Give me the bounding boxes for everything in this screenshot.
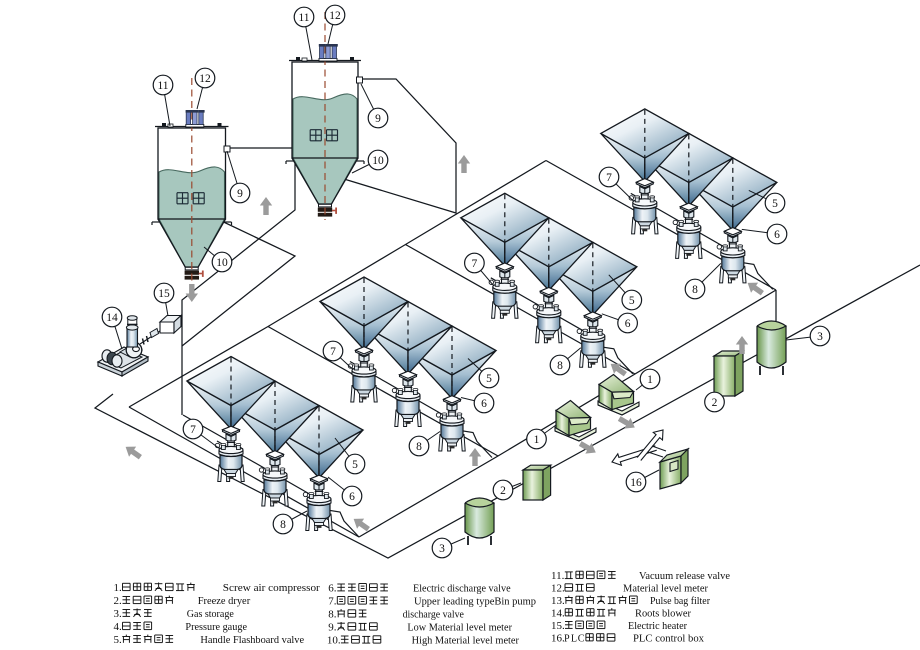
svg-text:Freeze dryer: Freeze dryer <box>198 595 251 607</box>
svg-text:11.: 11. <box>551 570 565 582</box>
svg-text:9: 9 <box>375 113 381 125</box>
svg-text:C: C <box>578 633 585 644</box>
svg-text:Handle Flashboard valve: Handle Flashboard valve <box>200 634 304 646</box>
svg-text:Pulse bag filter: Pulse bag filter <box>650 595 710 607</box>
svg-text:2.: 2. <box>114 595 123 607</box>
svg-text:Material level meter: Material level meter <box>623 583 708 595</box>
svg-text:8: 8 <box>692 284 698 296</box>
svg-text:5: 5 <box>772 198 778 210</box>
svg-text:2: 2 <box>500 485 506 497</box>
svg-text:5.: 5. <box>114 634 123 646</box>
svg-text:7: 7 <box>472 258 478 270</box>
svg-text:10.: 10. <box>327 635 341 647</box>
svg-text:13.: 13. <box>551 595 565 607</box>
svg-text:High Material level meter: High Material level meter <box>412 635 520 647</box>
svg-text:16: 16 <box>630 477 642 489</box>
svg-text:5: 5 <box>352 459 358 471</box>
svg-text:12: 12 <box>199 73 211 85</box>
svg-text:1: 1 <box>534 434 540 446</box>
svg-text:7: 7 <box>606 172 612 184</box>
svg-text:1.: 1. <box>114 582 123 594</box>
svg-text:Upper leading typeBin pump: Upper leading typeBin pump <box>414 596 536 608</box>
svg-text:5: 5 <box>629 295 635 307</box>
svg-text:7.: 7. <box>328 596 337 608</box>
svg-text:9: 9 <box>237 188 243 200</box>
svg-text:10: 10 <box>216 257 228 269</box>
svg-text:15.: 15. <box>551 620 565 632</box>
svg-text:16.: 16. <box>551 633 565 645</box>
svg-text:Roots blower: Roots blower <box>635 608 691 620</box>
svg-text:8: 8 <box>416 441 422 453</box>
svg-text:6.: 6. <box>328 583 337 595</box>
svg-text:8: 8 <box>557 360 563 372</box>
svg-text:4.: 4. <box>114 621 123 633</box>
svg-text:12: 12 <box>329 10 341 22</box>
svg-text:3: 3 <box>817 331 823 343</box>
svg-text:PLC control box: PLC control box <box>633 633 704 645</box>
svg-text:8: 8 <box>280 519 286 531</box>
svg-text:7: 7 <box>330 346 336 358</box>
svg-text:Gas storage: Gas storage <box>187 608 234 620</box>
svg-text:2: 2 <box>712 397 718 409</box>
svg-text:15: 15 <box>158 288 170 300</box>
svg-text:10: 10 <box>372 155 384 167</box>
svg-text:Vacuum release valve: Vacuum release valve <box>639 570 730 582</box>
svg-text:6: 6 <box>625 318 631 330</box>
svg-text:discharge valve: discharge valve <box>403 609 464 621</box>
svg-text:Low Material level meter: Low Material level meter <box>407 622 512 634</box>
svg-text:7: 7 <box>190 424 196 436</box>
svg-text:14: 14 <box>106 312 118 324</box>
svg-text:Screw air compressor: Screw air compressor <box>223 582 320 594</box>
svg-text:L: L <box>571 633 577 644</box>
svg-text:Pressure gauge: Pressure gauge <box>185 621 247 633</box>
svg-text:Electric heater: Electric heater <box>628 620 687 632</box>
svg-text:14.: 14. <box>551 608 565 620</box>
svg-text:8.: 8. <box>328 609 337 621</box>
svg-text:3: 3 <box>439 543 445 555</box>
svg-text:6: 6 <box>481 398 487 410</box>
svg-text:5: 5 <box>486 373 492 385</box>
svg-text:12.: 12. <box>551 583 565 595</box>
svg-text:3.: 3. <box>114 608 123 620</box>
svg-text:1: 1 <box>647 374 653 386</box>
svg-text:11: 11 <box>157 80 168 92</box>
svg-text:6: 6 <box>774 229 780 241</box>
svg-text:Electric discharge valve: Electric discharge valve <box>413 583 511 595</box>
svg-text:6: 6 <box>349 491 355 503</box>
svg-text:P: P <box>564 633 570 644</box>
svg-text:11: 11 <box>298 12 309 24</box>
svg-text:9.: 9. <box>328 622 337 634</box>
